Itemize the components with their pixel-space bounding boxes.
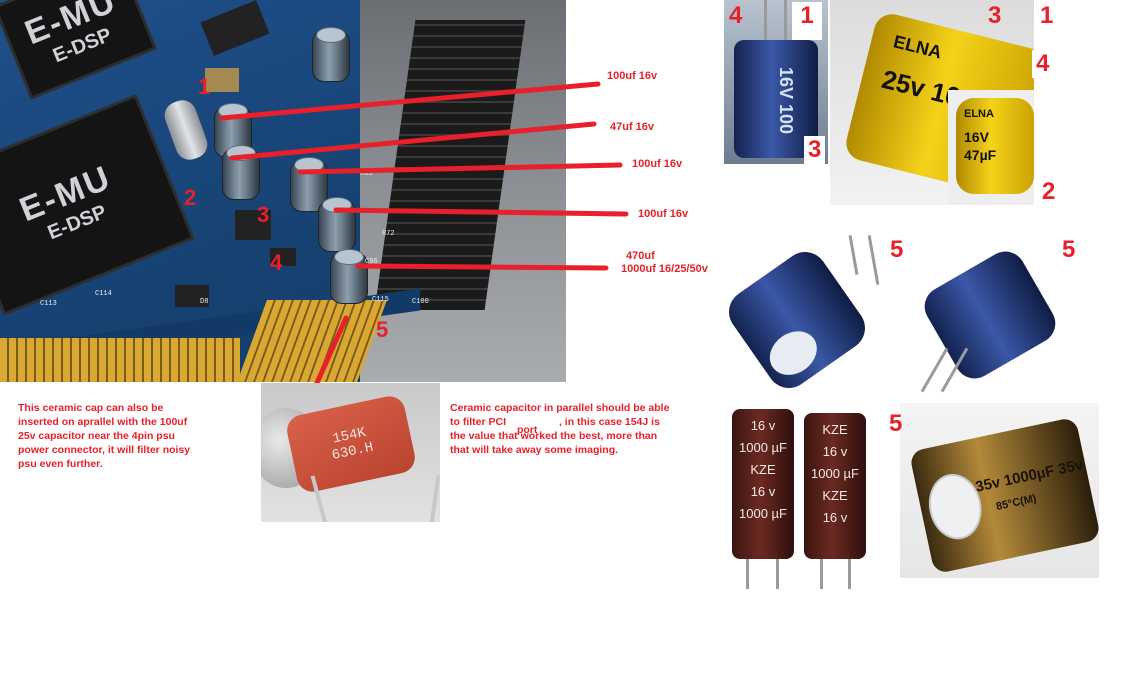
lead	[784, 0, 787, 48]
photo-blue-large-cap-2	[905, 245, 1065, 400]
dsp-chip-top: E-MU E-DSP	[0, 0, 154, 96]
blue-capacitor	[722, 243, 874, 390]
value-label-cap5-line1: 470uf	[626, 250, 655, 262]
silk-label: C114	[95, 290, 112, 298]
inset-frame: ELNA 16V 47µF	[948, 90, 1034, 205]
ic-small	[200, 0, 270, 56]
brown-capacitor: 16 v 1000 µF KZE 16 v 1000 µF	[732, 409, 794, 559]
lead	[867, 235, 880, 285]
badge-5: 5	[890, 236, 904, 263]
silk-label: C100	[412, 298, 429, 306]
lead	[820, 559, 823, 589]
badge-5: 5	[889, 410, 903, 437]
callout-1: 1	[198, 74, 211, 99]
cap-marking: 16 v	[750, 484, 776, 499]
value-label-cap1: 100uf 16v	[607, 70, 658, 82]
note-right-port: port	[516, 424, 538, 436]
cap-marking: 16 v	[822, 510, 848, 525]
note-left: This ceramic cap can also be inserted on…	[18, 402, 191, 470]
ic-small	[270, 248, 296, 266]
photo-gold-cap: 35v 1000µF 35v 85°C(M)	[900, 403, 1099, 578]
cap-marking: 16V 100	[776, 66, 797, 135]
cap-marking: 1000 µF	[739, 506, 787, 521]
cap-marking: 1000 µF	[739, 440, 787, 455]
silk-label: D8	[200, 298, 209, 306]
ceramic-lead	[429, 474, 440, 522]
callout-2: 2	[184, 185, 197, 210]
cap-top	[761, 322, 826, 384]
note-right-part2: , in this case 154J is the value that wo…	[450, 416, 660, 456]
badge-2: 2	[1040, 178, 1058, 205]
cap-marking: 35v 1000µF 35v	[973, 456, 1085, 496]
cap-marking: 16V 47µF	[964, 129, 997, 163]
callout-3: 3	[257, 202, 270, 227]
callout-4: 4	[270, 250, 283, 275]
photo-yellow-caps: ELNA 25v 100µF ELNA 16V 47µF	[830, 0, 1034, 205]
ic-small	[235, 210, 271, 240]
gold-capacitor: 35v 1000µF 35v 85°C(M)	[908, 416, 1099, 575]
badge-4: 4	[1032, 50, 1054, 78]
cap-brand: ELNA	[891, 31, 944, 63]
value-label-cap3: 100uf 16v	[632, 158, 683, 170]
cap-marking: KZE	[822, 422, 848, 437]
ic-small	[175, 285, 209, 307]
value-label-cap5-line2: 1000uf 16/25/50v	[621, 263, 708, 275]
badge-5: 5	[1062, 236, 1076, 263]
ceramic-capacitor-photo: 154K 630.H	[261, 383, 440, 522]
cap-marking: KZE	[750, 462, 776, 477]
lead	[776, 559, 779, 589]
cap-marking: 16 v	[750, 418, 776, 433]
value-label-cap4: 100uf 16v	[638, 208, 689, 220]
cap-temp: 85°C(M)	[994, 492, 1038, 513]
photo-blue-large-cap-1	[722, 235, 882, 390]
yellow-capacitor-small: ELNA 16V 47µF	[956, 98, 1034, 194]
badge-3: 3	[804, 136, 826, 164]
value-label-cap2: 47uf 16v	[610, 121, 655, 133]
electrolytic-cap-4	[318, 197, 356, 252]
dsp-chip-main: E-MU E-DSP	[0, 98, 191, 312]
brown-capacitor: KZE 16 v 1000 µF KZE 16 v	[804, 413, 866, 559]
cap-marking: 1000 µF	[811, 466, 859, 481]
cap-marking: 16 v	[822, 444, 848, 459]
photo-brown-caps: 16 v 1000 µF KZE 16 v 1000 µF KZE 16 v 1…	[728, 405, 868, 590]
cap-marking: KZE	[822, 488, 848, 503]
silk-label: C113	[40, 300, 57, 308]
silk-label: C115	[372, 296, 389, 304]
lead	[848, 235, 859, 275]
lead	[764, 0, 767, 48]
pcb-photo: E-MU E-DSP E-MU E-DSP D8 C113 C114 C115 …	[0, 0, 566, 382]
electrolytic-cap	[312, 27, 350, 82]
lead	[848, 559, 851, 589]
electrolytic-cap-5	[330, 249, 368, 304]
badge-1: 1	[792, 2, 822, 40]
cap-brand: ELNA	[964, 108, 994, 120]
pci-edge-connector	[0, 338, 240, 382]
electrolytic-cap-2	[222, 145, 260, 200]
note-right-part1: Ceramic capacitor in parallel should be …	[450, 402, 670, 428]
ceramic-capacitor-body: 154K 630.H	[284, 393, 418, 495]
crystal-oscillator	[160, 96, 212, 164]
badge-4: 4	[729, 2, 743, 29]
badge-3: 3	[988, 2, 1002, 29]
badge-1: 1	[1040, 2, 1054, 29]
callout-5: 5	[376, 317, 389, 342]
silk-label: C85	[360, 170, 373, 178]
silk-label: C96	[365, 258, 378, 266]
lead	[746, 559, 749, 589]
note-right: Ceramic capacitor in parallel should be …	[450, 401, 672, 457]
silk-label: R72	[382, 230, 395, 238]
